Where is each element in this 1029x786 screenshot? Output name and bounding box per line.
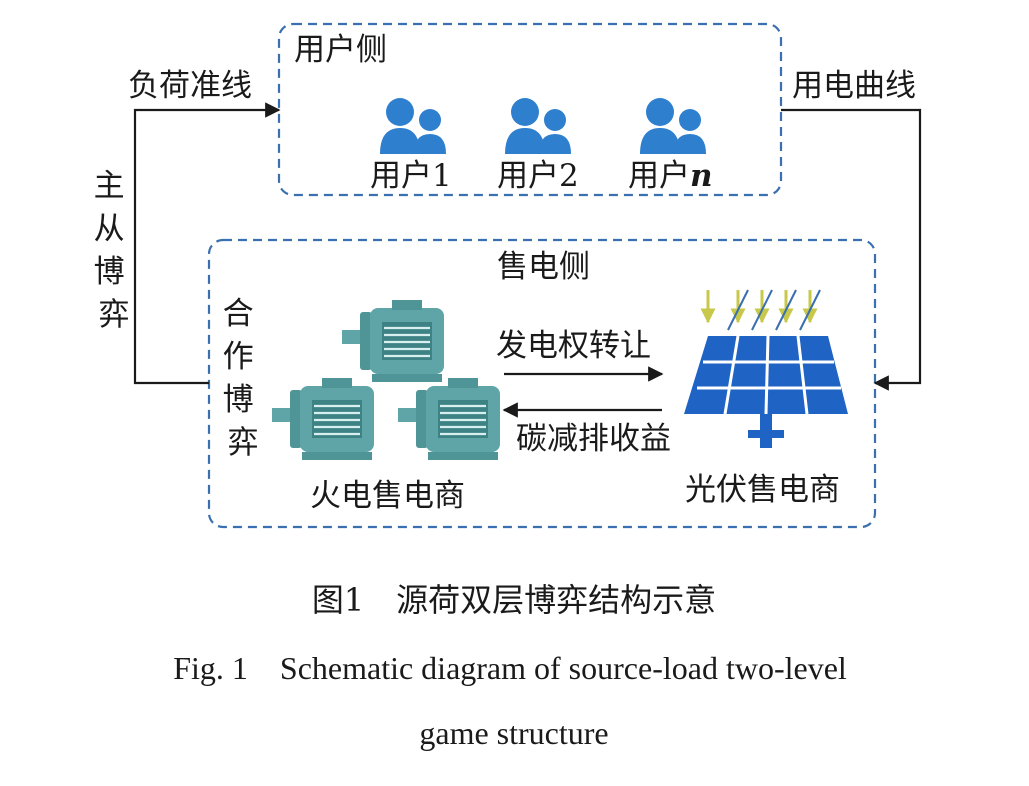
power-curve-label: 用电曲线 [792, 68, 916, 104]
user-group-icon [640, 98, 706, 154]
user-label-n: 用户n [628, 158, 713, 194]
power-curve-connector [781, 108, 922, 391]
thermal-seller-label: 火电售电商 [310, 478, 465, 514]
caption-cn: 图1 源荷双层博弈结构示意 [312, 581, 716, 619]
pv-seller-label: 光伏售电商 [685, 472, 840, 508]
caption-en-line2: game structure [419, 715, 608, 751]
caption-en-line1: Fig. 1 Schematic diagram of source-load … [173, 650, 847, 686]
thermal-generator-icon [398, 378, 500, 460]
user-group-icon [380, 98, 446, 154]
user-group-icon [505, 98, 571, 154]
load-curve-label: 负荷准线 [128, 68, 252, 104]
generation-right-transfer-label: 发电权转让 [496, 328, 651, 364]
user-side-title: 用户侧 [294, 32, 387, 68]
user-label-1: 用户1 [370, 158, 452, 194]
carbon-reduction-revenue-label: 碳减排收益 [516, 421, 671, 457]
thermal-generator-icon [272, 378, 374, 460]
load-curve-connector [133, 102, 281, 385]
solar-panel-icon [684, 289, 848, 448]
thermal-generator-icon [342, 300, 444, 382]
seller-side-title: 售电侧 [497, 249, 590, 285]
cooperative-game-label: 合 作 博 弈 [223, 296, 264, 461]
user-label-2: 用户2 [497, 158, 579, 194]
stackelberg-game-label: 主 从 博 弈 [94, 168, 135, 333]
